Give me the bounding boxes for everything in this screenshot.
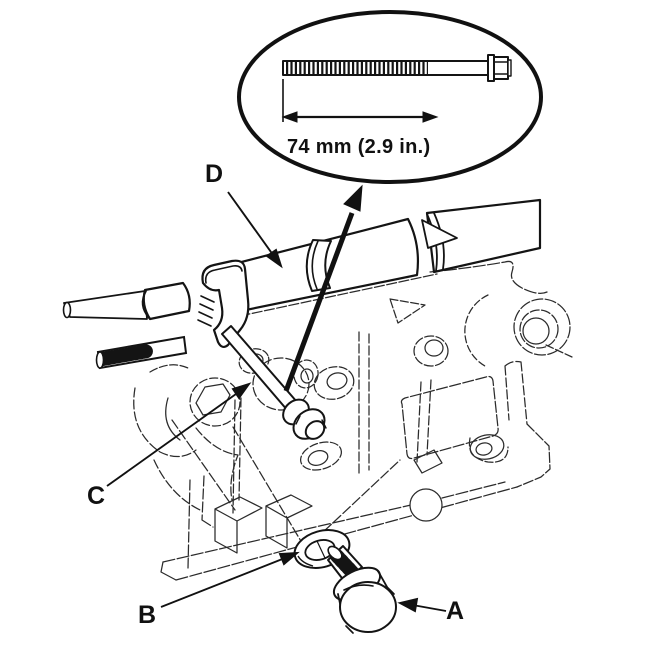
shaft-rod <box>63 290 148 320</box>
dimension-label: 74 mm (2.9 in.) <box>287 136 431 158</box>
bolt-c-hexcap <box>304 420 326 440</box>
bolt-a-head-face <box>339 581 397 633</box>
leader-arrow-a <box>397 597 447 613</box>
bolt-c-shank <box>221 325 298 412</box>
part-label-b: B <box>138 601 157 629</box>
tube-fin <box>421 219 458 249</box>
callout-bolt-drawing <box>282 54 512 82</box>
leader-arrows <box>106 191 447 613</box>
rocker-shaft-assembly <box>62 198 542 349</box>
shaft-sleeve <box>142 281 191 321</box>
leader-arrow-b <box>160 551 300 608</box>
part-label-d: D <box>205 160 224 188</box>
mount-bolt-c <box>221 325 327 440</box>
magnify-arrow <box>283 184 363 392</box>
threaded-stud <box>95 335 188 370</box>
flange-bolt-a <box>327 545 397 634</box>
part-label-a: A <box>446 597 465 625</box>
dimension-arrow <box>281 79 439 123</box>
cylinder-head-casting <box>133 235 573 581</box>
leader-arrow-d <box>227 191 283 269</box>
callout-balloon <box>237 10 543 184</box>
bolt-a-tip <box>327 545 343 561</box>
part-label-c: C <box>87 482 106 510</box>
tube-right-section <box>425 198 542 274</box>
leader-arrow-c <box>106 382 252 487</box>
magnifier-callout <box>237 10 543 184</box>
